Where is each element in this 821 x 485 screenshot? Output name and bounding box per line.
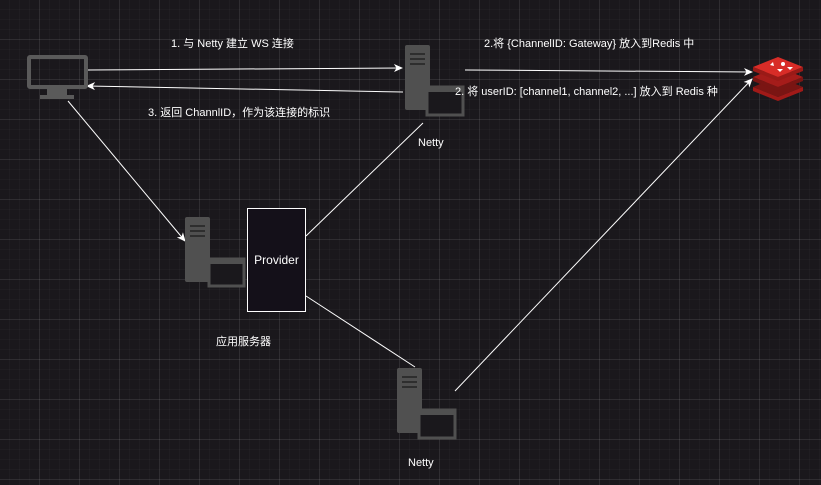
connectors <box>67 64 753 392</box>
monitor-icon <box>27 55 88 99</box>
edge-provider-to-netty-top <box>305 122 424 237</box>
edge-label-client-to-netty: 1. 与 Netty 建立 WS 连接 <box>171 38 294 50</box>
server-icon <box>405 45 465 117</box>
edge-netty-bottom-to-redis <box>454 78 753 392</box>
edge-client-to-app-server <box>67 100 186 242</box>
provider-label: Provider <box>254 253 299 267</box>
edge-client-to-netty <box>86 64 403 73</box>
edge-netty-to-redis <box>464 67 753 76</box>
edge-label-netty-to-client: 3. 返回 ChannlID，作为该连接的标识 <box>148 107 331 119</box>
edge-netty-to-client <box>86 82 404 93</box>
netty-top-label: Netty <box>418 137 444 149</box>
edge-label-netty-to-redis-user: 2. 将 userID: [channel1, channel2, ...] 放… <box>455 86 718 98</box>
server-icon <box>397 368 457 440</box>
app-server-label: 应用服务器 <box>216 336 271 348</box>
provider-node: Provider <box>247 208 306 312</box>
edge-label-netty-to-redis-gateway: 2.将 {ChannelID: Gateway} 放入到Redis 中 <box>484 38 695 50</box>
netty-bottom-label: Netty <box>408 457 434 469</box>
edge-provider-to-netty-bottom <box>305 295 416 368</box>
server-icon <box>185 217 246 288</box>
redis-icon <box>753 57 803 101</box>
